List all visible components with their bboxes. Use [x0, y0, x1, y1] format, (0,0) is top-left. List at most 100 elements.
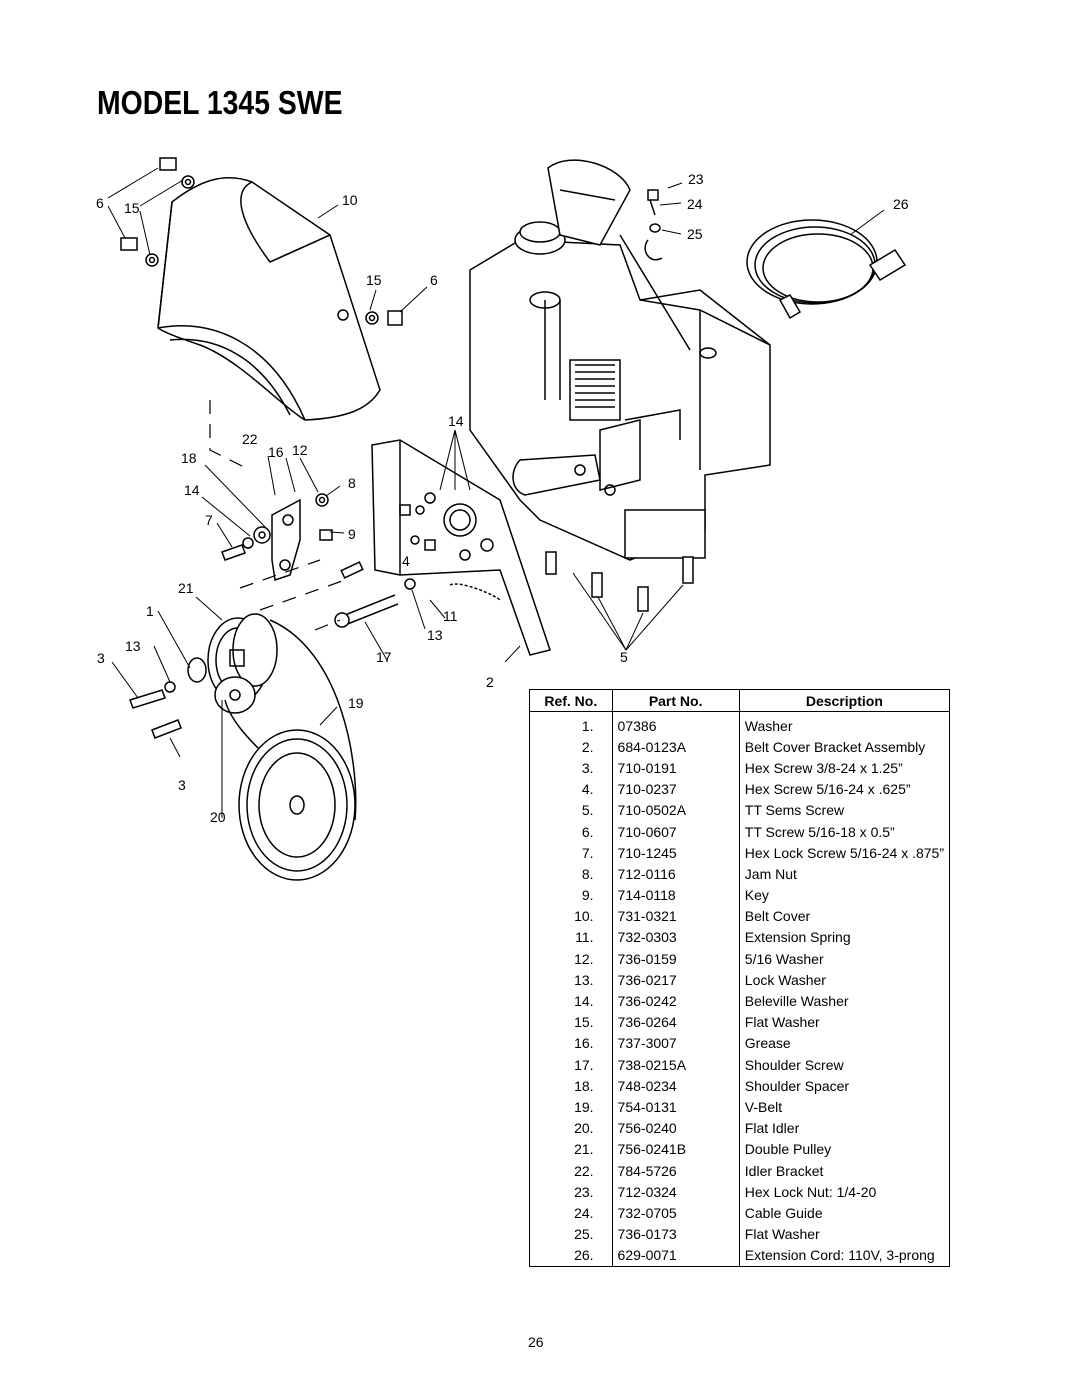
callout-label: 22 — [242, 431, 258, 447]
part-no-cell: 748-0234 — [612, 1075, 740, 1097]
description-cell: Extension Spring — [744, 929, 851, 946]
part-no-cell: 710-0191 — [612, 757, 740, 779]
ref-no-cell: 4. — [529, 778, 613, 800]
description-cell: Cable Guide — [744, 1204, 823, 1221]
callout-label: 23 — [688, 171, 704, 187]
ref-no-cell: 19. — [529, 1096, 613, 1118]
callout-label: 19 — [348, 695, 364, 711]
description-cell: Belt Cover Bracket Assembly — [744, 738, 926, 755]
part-no-cell: 738-0215A — [612, 1054, 740, 1076]
double-pulley-assembly — [129, 613, 278, 739]
part-no-cell: 732-0705 — [612, 1202, 740, 1224]
callout-label: 11 — [443, 608, 458, 624]
callout-label: 16 — [268, 444, 284, 460]
part-no-cell: 732-0303 — [612, 926, 740, 949]
extension-cord — [746, 219, 907, 320]
part-no-cell: 710-0502A — [612, 799, 740, 821]
part-no-cell: 629-0071 — [612, 1244, 740, 1267]
part-no-cell: 736-0173 — [612, 1223, 740, 1245]
cable-guide-hardware — [619, 189, 691, 351]
description-cell: Hex Lock Nut: 1/4-20 — [744, 1183, 877, 1200]
description-cell: Key — [744, 887, 769, 904]
ref-no-cell: 22. — [529, 1159, 613, 1182]
description-cell: TT Sems Screw — [744, 802, 845, 819]
ref-no-cell: 26. — [529, 1244, 613, 1267]
ref-no-cell: 21. — [529, 1138, 613, 1160]
description-cell: TT Screw 5/16-18 x 0.5” — [744, 823, 895, 840]
part-no-cell: 756-0240 — [612, 1117, 740, 1139]
ref-no-cell: 8. — [529, 863, 613, 885]
callout-label: 26 — [893, 196, 909, 212]
ref-no-cell: 3. — [529, 757, 613, 779]
callout-label: 12 — [292, 442, 308, 458]
part-no-cell: 712-0116 — [612, 863, 740, 885]
callout-label: 20 — [210, 809, 226, 825]
page-title: MODEL 1345 SWE — [97, 84, 343, 121]
ref-no-cell: 9. — [529, 884, 613, 906]
callout-label: 15 — [124, 200, 140, 216]
ref-no-cell: 25. — [529, 1223, 613, 1245]
part-no-cell: 736-0242 — [612, 990, 740, 1012]
ref-no-cell: 23. — [529, 1181, 613, 1203]
part-no-cell: 710-0237 — [612, 778, 740, 800]
callout-label: 9 — [348, 526, 356, 542]
description-cell: Idler Bracket — [744, 1162, 824, 1179]
description-cell: 5/16 Washer — [744, 950, 824, 967]
part-no-cell: 710-1245 — [612, 842, 740, 864]
ref-no-cell: 12. — [529, 948, 613, 970]
part-no-cell: 737-3007 — [612, 1032, 740, 1054]
callout-label: 14 — [184, 482, 200, 498]
callout-label: 2 — [486, 674, 494, 690]
part-no-cell: 736-0264 — [612, 1011, 740, 1033]
callout-labels: 6 15 10 15 6 23 24 25 26 14 22 16 12 18 … — [96, 171, 909, 825]
description-cell: Beleville Washer — [744, 993, 849, 1010]
ref-no-cell: 5. — [529, 799, 613, 821]
ref-no-cell: 18. — [529, 1075, 613, 1097]
ref-no-cell: 20. — [529, 1117, 613, 1139]
idler-bracket-hardware — [221, 493, 364, 581]
page-number: 26 — [528, 1334, 544, 1350]
tt-sems-screws — [545, 551, 694, 612]
part-no-cell: 684-0123A — [612, 736, 740, 758]
description-cell: Shoulder Spacer — [744, 1077, 850, 1094]
callout-label: 3 — [97, 650, 105, 666]
ref-no-cell: 14. — [529, 990, 613, 1012]
description-cell: Hex Screw 3/8-24 x 1.25” — [744, 759, 903, 776]
alignment-lines — [209, 400, 346, 631]
callout-label: 10 — [342, 192, 358, 208]
engine — [469, 159, 771, 561]
callout-label: 13 — [125, 638, 141, 654]
ref-no-cell: 11. — [529, 926, 613, 949]
callout-label: 7 — [205, 512, 213, 528]
table-header-row: Ref. No. Part No. Description — [529, 689, 951, 712]
description-cell: Double Pulley — [744, 1141, 832, 1158]
ref-no-header: Ref. No. — [529, 689, 613, 712]
part-no-cell: 784-5726 — [612, 1159, 740, 1182]
part-no-cell: 714-0118 — [612, 884, 740, 906]
description-cell: Hex Screw 5/16-24 x .625” — [744, 781, 911, 798]
description-cell: Hex Lock Screw 5/16-24 x .875” — [744, 844, 944, 861]
description-header: Description — [738, 689, 951, 712]
belt-cover — [157, 177, 381, 421]
callout-label: 21 — [178, 580, 194, 596]
callout-label: 18 — [181, 450, 197, 466]
description-cell: Flat Idler — [744, 1120, 800, 1137]
spring-and-shoulder-screw — [334, 492, 501, 628]
part-no-cell: 756-0241B — [612, 1138, 740, 1160]
callout-label: 5 — [620, 649, 628, 665]
part-no-cell: 07386 — [612, 711, 740, 737]
